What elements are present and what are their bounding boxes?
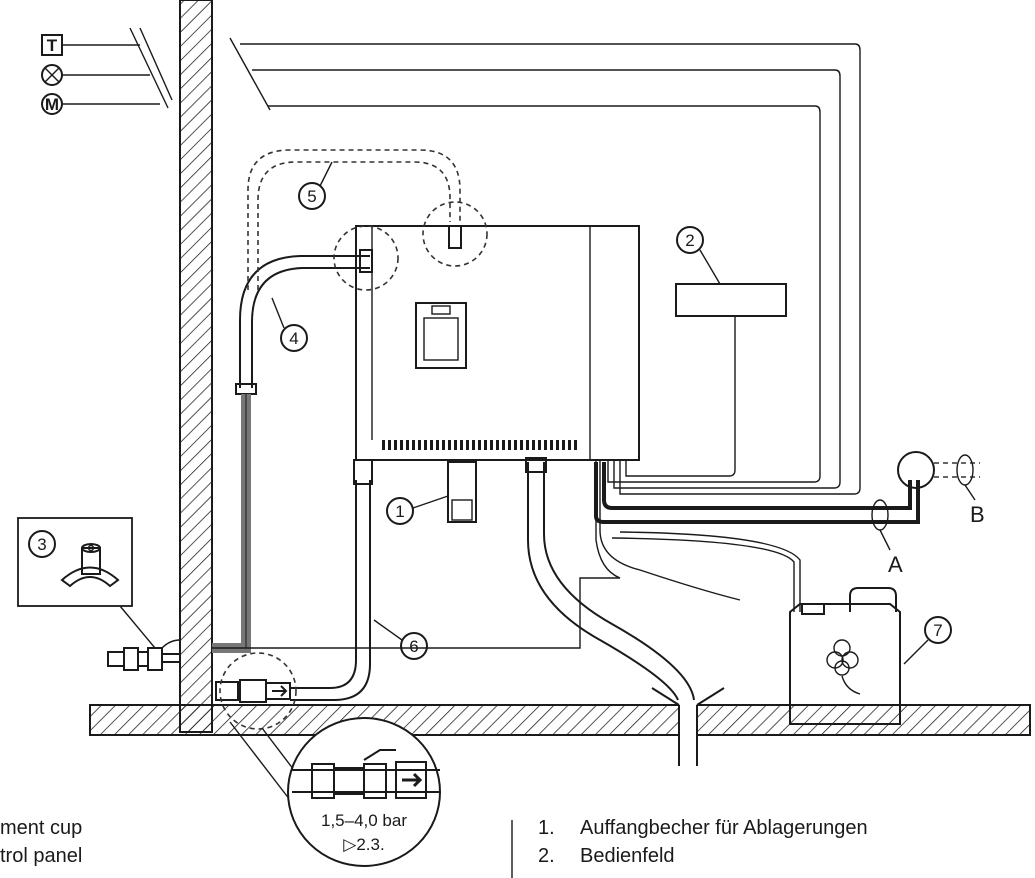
vent-slot — [556, 440, 559, 450]
legend-de-1-num: 1. — [538, 817, 555, 839]
vent-slot — [544, 440, 547, 450]
legend-de-2-num: 2. — [538, 845, 555, 867]
legend-de-2-text: Bedienfeld — [580, 845, 675, 867]
callout-1: 1 — [386, 495, 449, 525]
callout-5: 5 — [298, 161, 333, 210]
valve-detail — [292, 749, 440, 799]
vent-slot — [508, 440, 511, 450]
temperature-sensor-icon: T — [41, 34, 63, 56]
vent-slot — [388, 440, 391, 450]
pressure-range: 1,5–4,0 bar — [321, 811, 407, 830]
legend-en-2: trol panel — [0, 845, 82, 867]
callout-2: 2 — [676, 226, 704, 254]
fitting-icon — [60, 543, 120, 588]
svg-text:7: 7 — [933, 621, 942, 640]
vent-slot — [496, 440, 499, 450]
callout-4: 4 — [271, 297, 308, 352]
water-connection — [107, 639, 181, 671]
callout-7: 7 — [903, 616, 952, 665]
svg-text:2: 2 — [685, 231, 694, 250]
vent-slot — [400, 440, 403, 450]
floor-drain — [679, 704, 697, 766]
svg-text:5: 5 — [307, 187, 316, 206]
vent-slot — [406, 440, 409, 450]
callout-3: 3 — [28, 530, 56, 558]
vent-slot — [502, 440, 505, 450]
vent-slot — [538, 440, 541, 450]
vent-slot — [478, 440, 481, 450]
svg-text:6: 6 — [409, 637, 418, 656]
vent-slot — [472, 440, 475, 450]
vent-slot — [394, 440, 397, 450]
vent-slot — [412, 440, 415, 450]
vent-slot — [382, 440, 385, 450]
vent-slot — [442, 440, 445, 450]
control-panel — [675, 283, 787, 317]
motor-icon: M — [41, 93, 63, 115]
vent-slot — [490, 440, 493, 450]
vent-slot — [550, 440, 553, 450]
vent-slot — [430, 440, 433, 450]
callout-6: 6 — [373, 619, 428, 660]
steam-generator-unit — [355, 225, 640, 461]
floor — [89, 704, 1031, 736]
vent-slots — [382, 440, 577, 450]
steam-pipe — [239, 255, 370, 388]
legend-de-1-text: Auffangbecher für Ablagerungen — [580, 817, 868, 839]
vent-slot — [436, 440, 439, 450]
vent-slot — [460, 440, 463, 450]
vent-slot — [520, 440, 523, 450]
lamp-icon — [41, 64, 63, 86]
svg-text:M: M — [45, 95, 59, 114]
vent-slot — [448, 440, 451, 450]
vent-slot — [454, 440, 457, 450]
legend-en-1: ment cup — [0, 817, 82, 839]
svg-text:4: 4 — [289, 329, 298, 348]
vent-slot — [562, 440, 565, 450]
inlet-valve — [215, 679, 291, 703]
fragrance-canister — [789, 587, 901, 725]
svg-text:3: 3 — [37, 535, 46, 554]
label-b: B — [970, 502, 985, 527]
pressure-ref: ▷2.3. — [343, 835, 384, 854]
vent-slot — [568, 440, 571, 450]
vent-slot — [526, 440, 529, 450]
vent-slot — [514, 440, 517, 450]
svg-text:T: T — [47, 36, 58, 55]
vent-slot — [424, 440, 427, 450]
inset-box — [17, 517, 133, 607]
vent-slot — [466, 440, 469, 450]
label-a: A — [888, 552, 903, 577]
vent-slot — [418, 440, 421, 450]
wall — [179, 0, 213, 733]
vent-slot — [484, 440, 487, 450]
svg-text:1: 1 — [395, 502, 404, 521]
vent-slot — [574, 440, 577, 450]
vent-slot — [532, 440, 535, 450]
